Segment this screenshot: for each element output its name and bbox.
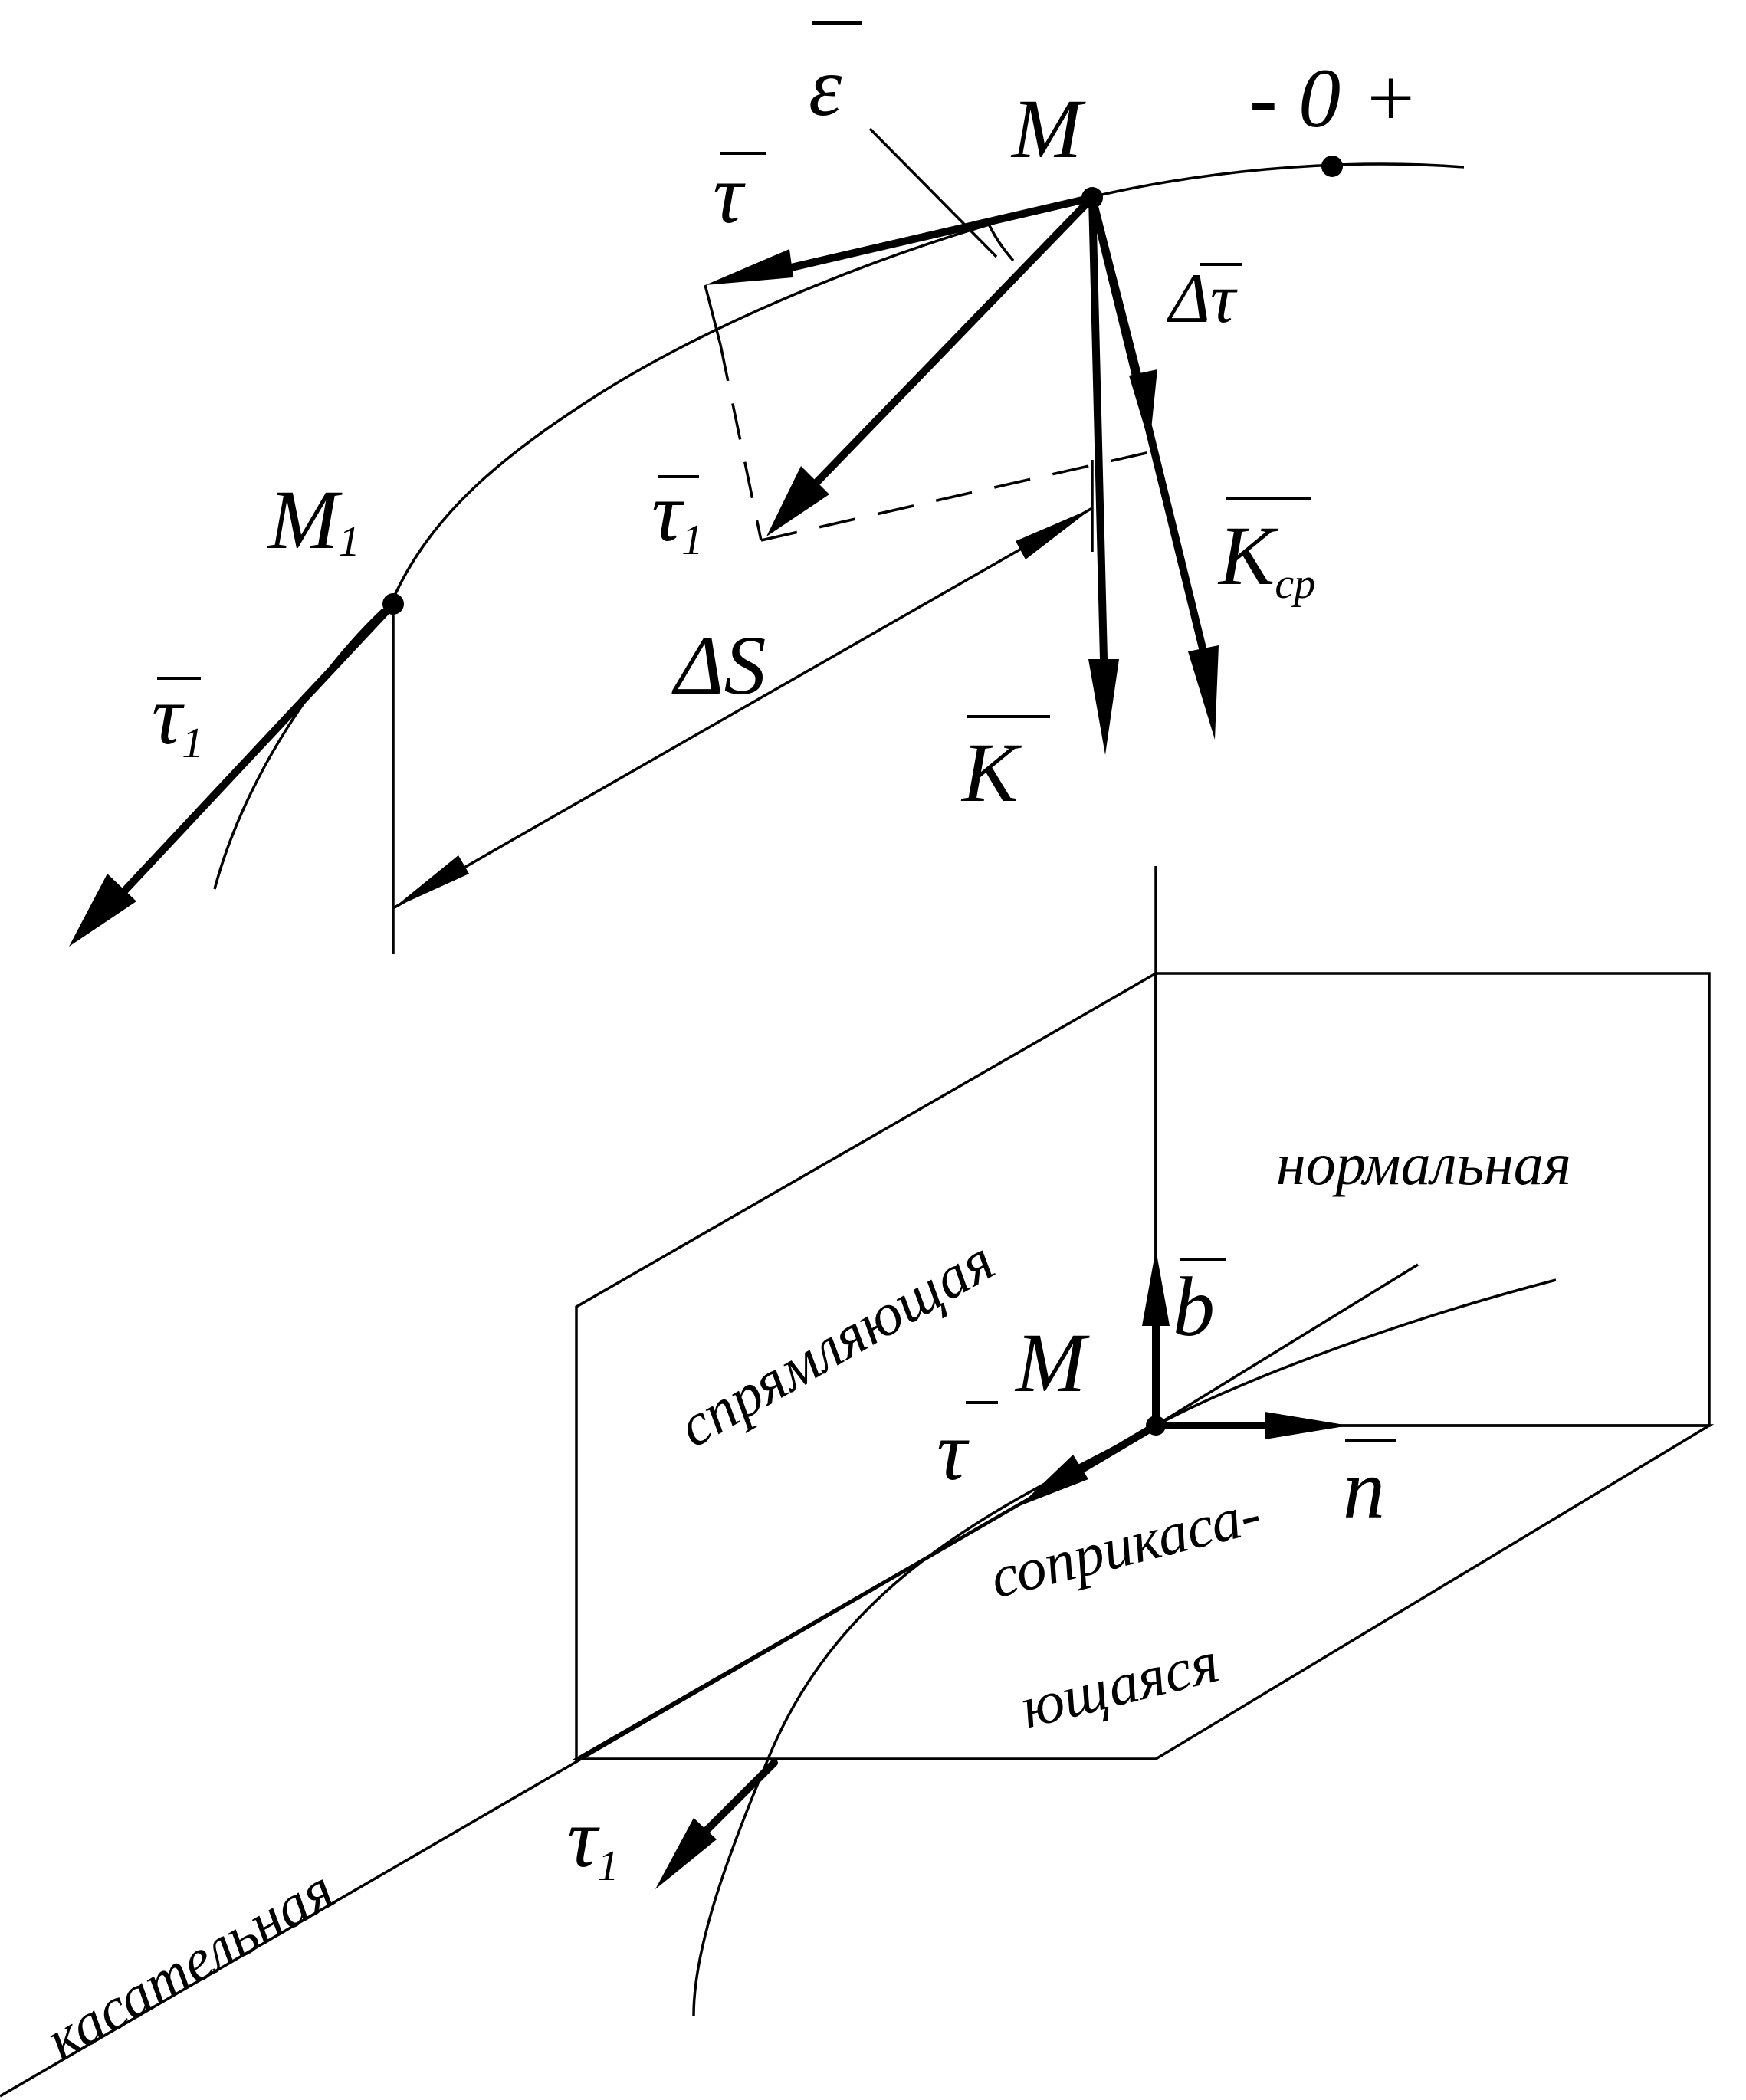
vector-tau-bottom-arrowhead xyxy=(1019,1455,1088,1506)
vector-K-avg xyxy=(1088,194,1207,655)
delta-s-dimension-line xyxy=(392,507,1093,910)
vector-tau1-bottom-arrowhead xyxy=(655,1818,717,1889)
vector-tau-bottom xyxy=(1077,1422,1160,1474)
label-tau: τ xyxy=(713,147,746,241)
label-delta-tau: Δτ xyxy=(1166,259,1238,337)
normal-plane xyxy=(1154,972,1711,1427)
label-vector-n: n xyxy=(1343,1442,1385,1536)
label-tangent-line: касательная xyxy=(34,1856,345,2073)
epsilon-angle-arc xyxy=(986,220,1015,262)
vector-tau1-at-M1 xyxy=(119,600,397,897)
vector-K-avg-arrowhead xyxy=(1188,645,1219,740)
vector-tau1-at-M xyxy=(809,194,1096,491)
label-K: K xyxy=(960,726,1022,819)
label-K-avg: Kср xyxy=(1217,509,1315,608)
tangent-line-upper xyxy=(1155,1263,1419,1427)
point-zero xyxy=(1321,156,1343,177)
label-delta-s: ΔS xyxy=(671,619,766,712)
label-plane-normal: нормальная xyxy=(1276,1130,1571,1197)
osculating-plane xyxy=(571,1424,1715,1760)
vector-tau1-at-M-arrowhead xyxy=(766,466,829,536)
label-point-M-bottom: M xyxy=(1014,1316,1090,1409)
vector-b-arrowhead xyxy=(1142,1249,1170,1326)
vector-n-arrowhead xyxy=(1265,1412,1349,1439)
dashed-construction-side xyxy=(719,344,763,541)
label-vector-tau1-bottom: τ1 xyxy=(567,1791,619,1890)
label-epsilon: ε xyxy=(809,40,842,133)
delta-s-arrow-right xyxy=(1016,508,1092,559)
vector-tau-arrowhead xyxy=(705,249,793,285)
label-tau1-near-M: τ1 xyxy=(651,465,703,564)
tangent-line xyxy=(0,1424,1157,2098)
epsilon-leader xyxy=(868,127,998,258)
vector-K xyxy=(1088,194,1108,663)
vector-tau1-bottom xyxy=(701,1759,778,1836)
label-point-M: M xyxy=(1010,82,1086,176)
bottom-figure: нормальная спрямляющая соприкаса- ющаяся… xyxy=(0,866,1715,2098)
vector-tau1-at-M1-arrowhead xyxy=(69,874,136,947)
dashed-construction xyxy=(704,284,722,346)
dashed-construction-bottom xyxy=(760,451,1150,542)
trajectory-curve xyxy=(389,162,1465,605)
delta-s-arrow-left xyxy=(393,855,469,908)
label-plane-osculating-2: ющаяся xyxy=(1014,1628,1225,1741)
label-vector-b: b xyxy=(1173,1260,1215,1354)
vector-tau xyxy=(751,194,1096,280)
space-curve xyxy=(692,1278,1557,2016)
label-vector-tau-bottom: τ xyxy=(937,1404,970,1498)
label-tau1-at-M1: τ1 xyxy=(152,668,203,767)
label-point-M1: M1 xyxy=(267,473,360,566)
trajectory-curve-lower xyxy=(213,608,385,890)
label-sign-marker: - 0 + xyxy=(1249,51,1419,145)
vector-K-arrowhead xyxy=(1088,659,1119,755)
top-figure: - 0 + M M1 ε τ τ1 τ1 Δτ ΔS K Kср xyxy=(69,21,1465,954)
